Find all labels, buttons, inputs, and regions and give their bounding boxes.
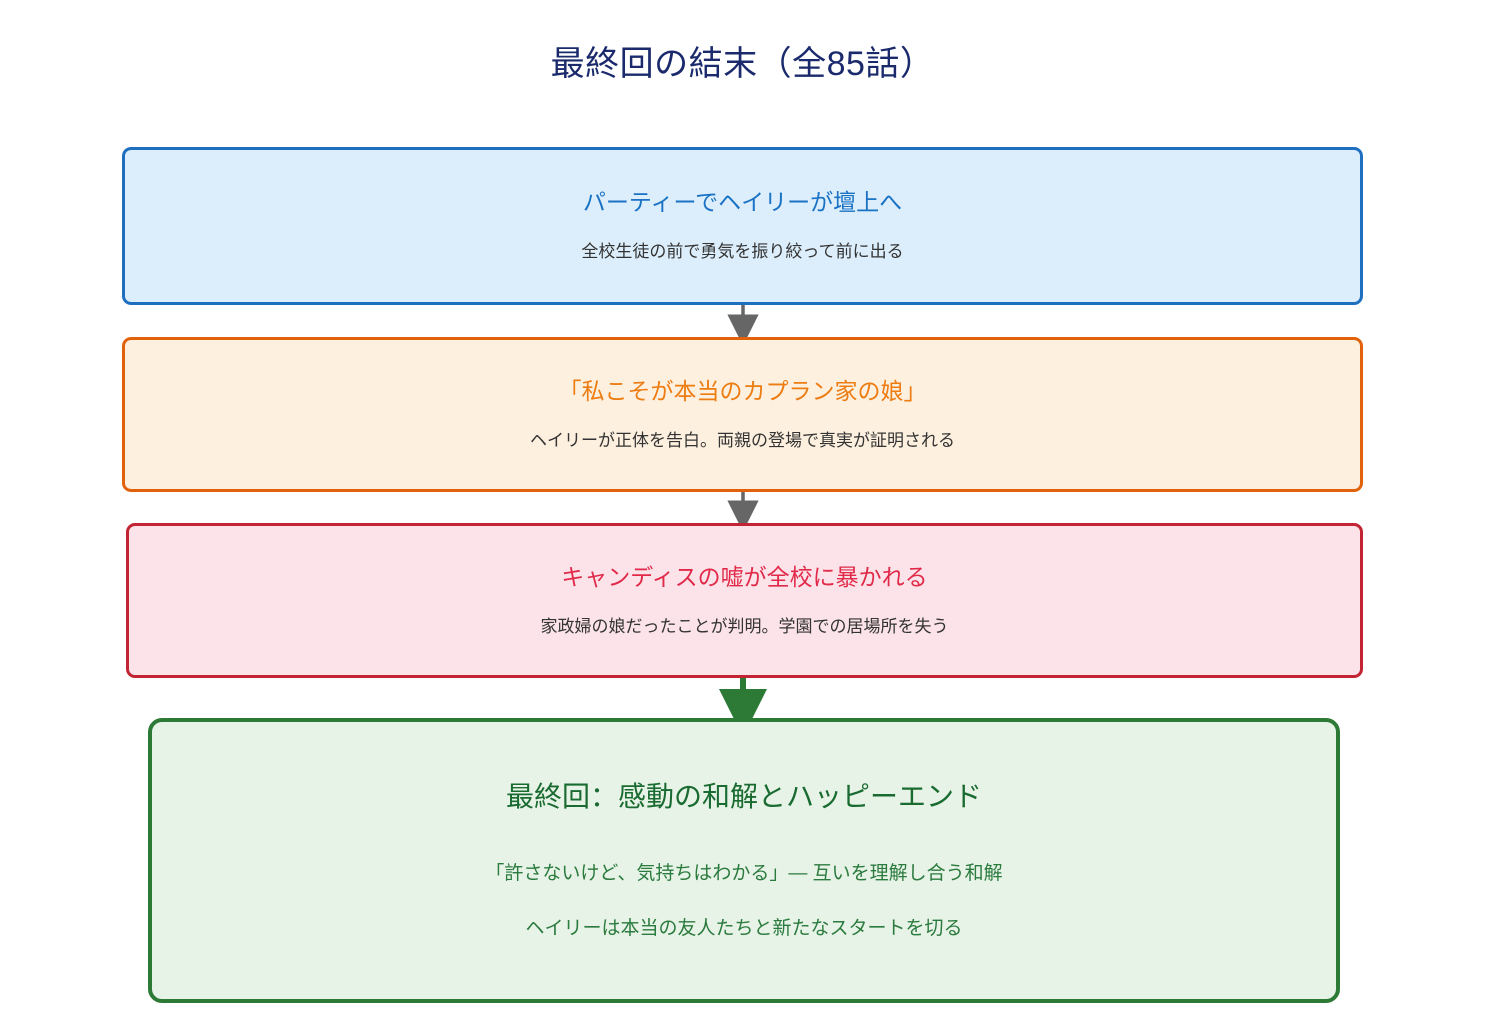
flow-node-title: 最終回：感動の和解とハッピーエンド bbox=[505, 780, 982, 812]
flow-node-subtitle-line2: ヘイリーは本当の友人たちと新たなスタートを切る bbox=[525, 917, 963, 939]
flow-node-subtitle: 家政婦の娘だったことが判明。学園での居場所を失う bbox=[540, 616, 949, 636]
flow-node-subtitle: 全校生徒の前で勇気を振り絞って前に出る bbox=[581, 242, 904, 262]
page-title: 最終回の結末（全85話） bbox=[550, 45, 935, 83]
flow-node-final-happy-ending[interactable]: 最終回：感動の和解とハッピーエンド 「許さないけど、気持ちはわかる」— 互いを理… bbox=[148, 718, 1340, 1003]
flow-node-title: パーティーでヘイリーが壇上へ bbox=[582, 189, 903, 216]
flow-node-title: キャンディスの嘘が全校に暴かれる bbox=[561, 563, 928, 590]
flow-node-subtitle-line1: 「許さないけど、気持ちはわかる」— 互いを理解し合う和解 bbox=[485, 863, 1003, 885]
flow-node-title: 「私こそが本当のカプラン家の娘」 bbox=[558, 377, 927, 404]
flow-node-subtitle: ヘイリーが正体を告白。両親の登場で真実が証明される bbox=[530, 430, 955, 450]
flow-node-true-daughter[interactable]: 「私こそが本当のカプラン家の娘」 ヘイリーが正体を告白。両親の登場で真実が証明さ… bbox=[122, 337, 1363, 492]
flow-node-candice-lie-exposed[interactable]: キャンディスの嘘が全校に暴かれる 家政婦の娘だったことが判明。学園での居場所を失… bbox=[126, 523, 1363, 678]
flow-node-party-stage[interactable]: パーティーでヘイリーが壇上へ 全校生徒の前で勇気を振り絞って前に出る bbox=[122, 147, 1363, 305]
